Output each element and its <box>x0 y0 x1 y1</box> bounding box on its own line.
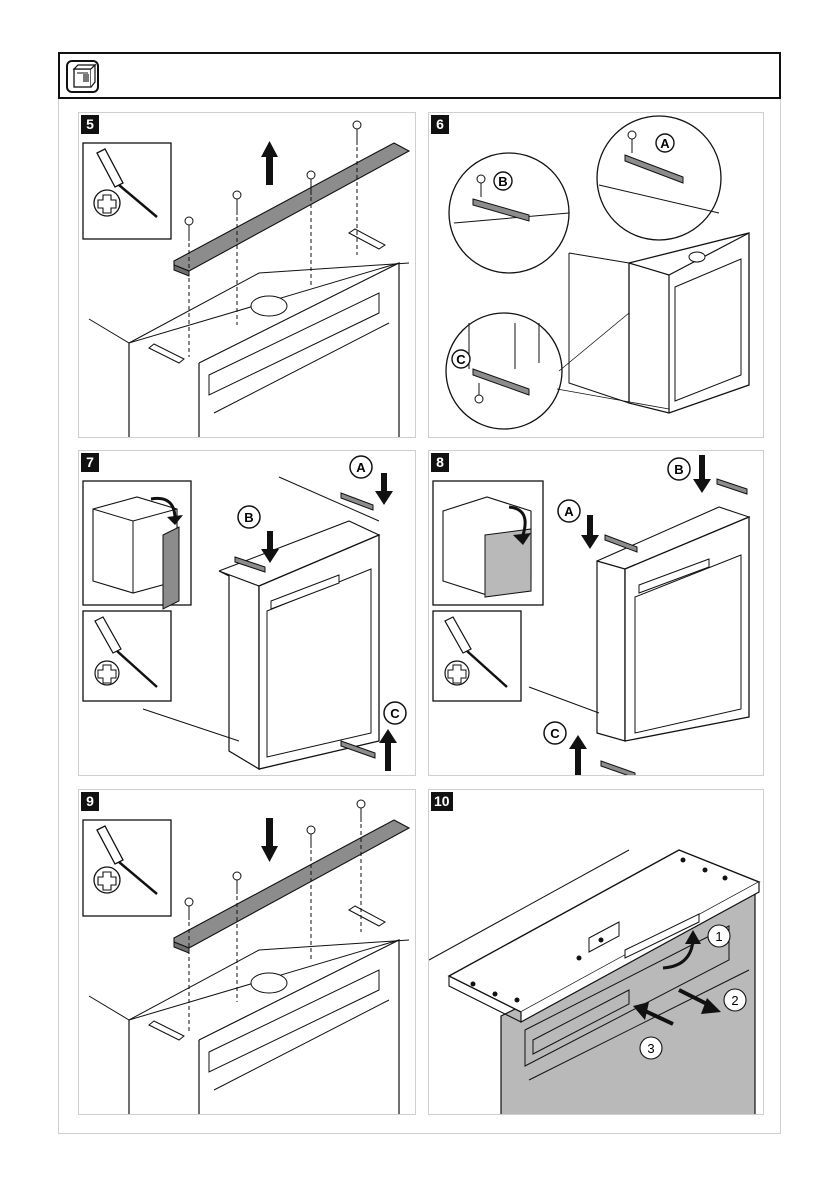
step-number: 5 <box>81 115 99 134</box>
step-6-panel: 6 A B C <box>428 112 764 438</box>
step-6-illustration: A B C <box>429 113 764 438</box>
step-8-illustration: A B C <box>429 451 764 776</box>
step-7-panel: 7 B A C <box>78 450 416 776</box>
step-9-panel: 9 <box>78 789 416 1115</box>
callout-a: A <box>564 504 574 519</box>
step-number: 8 <box>431 453 449 472</box>
callout-2: 2 <box>731 993 738 1008</box>
arrow-up-icon <box>261 141 278 185</box>
callout-1: 1 <box>715 929 722 944</box>
step-8-panel: 8 A B C <box>428 450 764 776</box>
step-number: 10 <box>431 792 453 811</box>
callout-3: 3 <box>647 1041 654 1056</box>
callout-c: C <box>390 706 400 721</box>
section-header <box>58 52 781 99</box>
callout-b: B <box>498 174 507 189</box>
callout-b: B <box>674 462 683 477</box>
callout-c: C <box>456 352 466 367</box>
step-5-illustration <box>79 113 416 438</box>
step-9-illustration <box>79 790 416 1115</box>
callout-a: A <box>660 136 670 151</box>
step-number: 6 <box>431 115 449 134</box>
step-10-panel: 10 1 2 3 <box>428 789 764 1115</box>
arrow-down-icon <box>261 818 278 862</box>
step-5-panel: 5 <box>78 112 416 438</box>
callout-c: C <box>550 726 560 741</box>
fridge-manual-icon <box>66 60 99 93</box>
callout-a: A <box>356 460 366 475</box>
step-number: 9 <box>81 792 99 811</box>
callout-b: B <box>244 510 253 525</box>
step-number: 7 <box>81 453 99 472</box>
step-7-illustration: B A C <box>79 451 416 776</box>
step-10-illustration: 1 2 3 <box>429 790 764 1115</box>
